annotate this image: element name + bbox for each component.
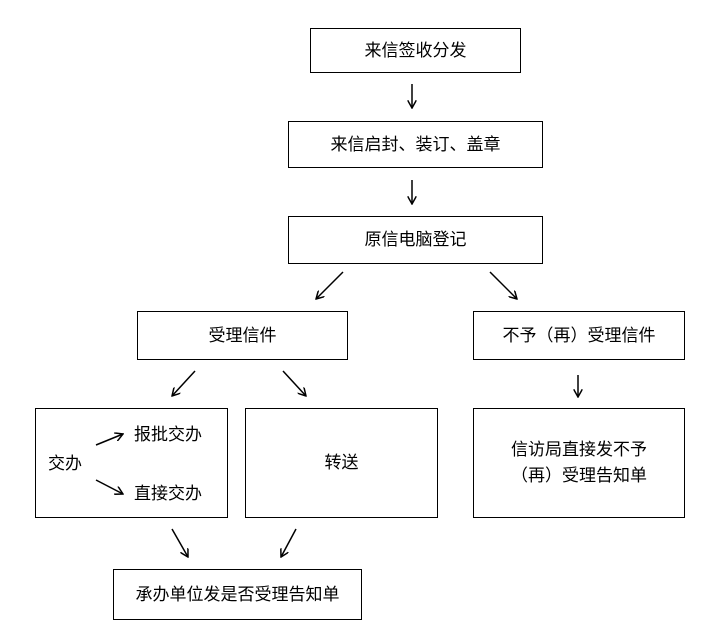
notice-line-2: （再）受理告知单 <box>511 466 647 486</box>
arrow-forward-to-final <box>281 528 297 557</box>
arrow-accept-to-forward <box>282 370 306 396</box>
forward-box: 转送 <box>245 408 438 518</box>
step-open-bind-stamp-label: 来信启封、装订、盖章 <box>330 134 501 155</box>
step-computer-register: 原信电脑登记 <box>288 216 543 264</box>
branch-reject: 不予（再）受理信件 <box>473 311 685 360</box>
arrow-handover-to-approval <box>95 434 123 446</box>
arrow-accept-to-handover <box>172 370 196 396</box>
branch-accept: 受理信件 <box>137 311 348 360</box>
arrow-handover-to-final <box>171 528 188 557</box>
notice-line-1: 信访局直接发不予 <box>511 440 647 460</box>
notice-box: 信访局直接发不予 （再）受理告知单 <box>473 408 685 518</box>
step-computer-register-label: 原信电脑登记 <box>364 230 467 250</box>
step-receive-distribute: 来信签收分发 <box>310 28 521 73</box>
forward-label: 转送 <box>324 453 359 473</box>
branch-accept-label: 受理信件 <box>208 325 277 346</box>
arrow-to-accept <box>316 271 344 299</box>
handover-option-direct: 直接交办 <box>134 484 202 504</box>
arrow-handover-to-direct <box>95 479 123 494</box>
arrow-to-reject <box>489 271 517 299</box>
step-receive-distribute-label: 来信签收分发 <box>364 40 467 61</box>
handover-label: 交办 <box>48 454 82 474</box>
branch-reject-label: 不予（再）受理信件 <box>502 325 656 346</box>
final-step-label: 承办单位发是否受理告知单 <box>135 584 340 605</box>
handover-option-approval: 报批交办 <box>134 425 202 445</box>
final-step: 承办单位发是否受理告知单 <box>113 569 362 620</box>
step-open-bind-stamp: 来信启封、装订、盖章 <box>288 121 543 168</box>
handover-box <box>35 408 228 518</box>
